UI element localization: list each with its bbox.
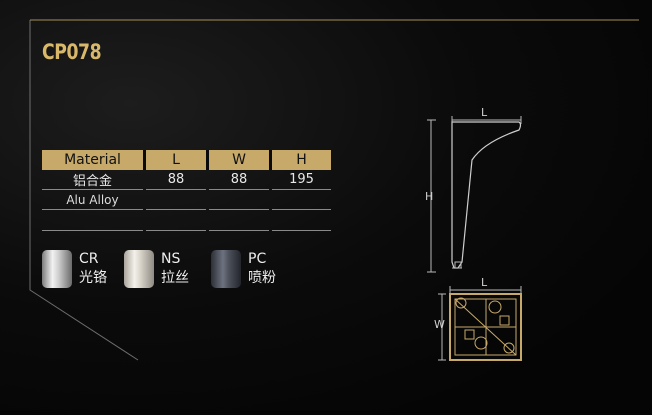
table-row (42, 209, 331, 231)
table-row: 铝合金 88 88 195 (42, 170, 331, 190)
finish-option-cr: CR 光铬 (42, 250, 107, 288)
spec-table-header-row: Material L W H (42, 150, 331, 170)
bottom-view-l-label: L (481, 276, 488, 289)
side-view-drawing (427, 116, 522, 273)
cell-width (207, 209, 271, 231)
finish-name: 喷粉 (248, 270, 276, 286)
cell-height (270, 189, 331, 210)
cell-height (270, 209, 331, 231)
product-model-code: CP078 (42, 40, 102, 64)
table-row: Alu Alloy (42, 189, 331, 210)
finish-name: 光铬 (79, 270, 107, 286)
cell-length: 88 (144, 170, 208, 190)
cell-length (144, 209, 208, 231)
chrome-swatch (42, 250, 72, 288)
cell-material: 铝合金 (42, 170, 145, 190)
header-length: L (143, 150, 208, 170)
finish-name: 拉丝 (161, 270, 189, 286)
bottom-view-w-label: W (434, 318, 445, 331)
bottom-view-drawing (438, 286, 522, 361)
header-material: Material (42, 150, 145, 170)
finish-option-ns: NS 拉丝 (124, 250, 189, 288)
cell-material (42, 209, 145, 231)
cell-width: 88 (207, 170, 271, 190)
cell-width (207, 189, 271, 210)
cell-length (144, 189, 208, 210)
spec-table: Material L W H 铝合金 88 88 195 Alu Alloy (42, 150, 331, 231)
finish-code: PC (248, 251, 267, 267)
header-height: H (269, 150, 331, 170)
powder-coat-swatch (211, 250, 241, 288)
finish-code: CR (79, 251, 99, 267)
finish-code: NS (161, 251, 181, 267)
header-width: W (206, 150, 271, 170)
cell-material: Alu Alloy (42, 189, 145, 210)
cell-height: 195 (270, 170, 331, 190)
side-view-l-label: L (481, 106, 488, 119)
finish-option-pc: PC 喷粉 (211, 250, 276, 288)
brushed-swatch (124, 250, 154, 288)
side-view-h-label: H (425, 190, 434, 203)
